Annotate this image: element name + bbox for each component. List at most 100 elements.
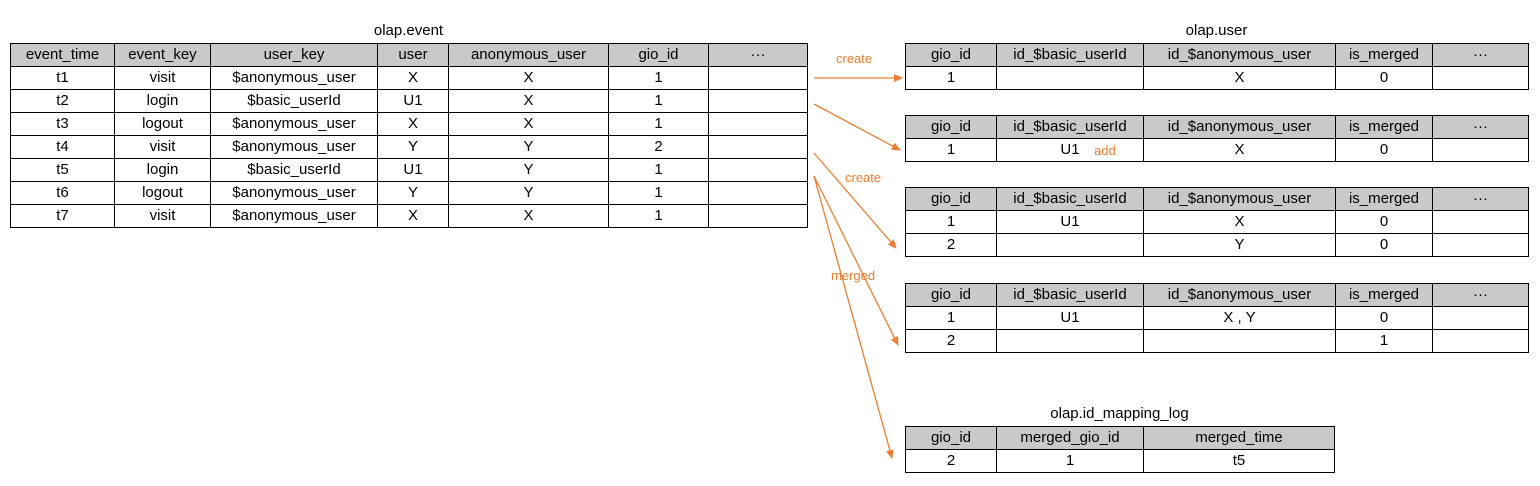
table-cell: login [114,89,211,113]
table-cell [708,89,808,113]
table-cell: 1 [905,306,997,330]
table-cell: X [1143,138,1336,162]
table-cell: 1 [608,204,709,228]
table-cell [996,329,1144,353]
table-cell [1432,210,1529,234]
table-cell: t7 [10,204,115,228]
arrow-mapping-log [813,175,894,459]
table-cell: X [377,112,449,136]
column-header: ··· [1432,115,1529,139]
column-header: id_$basic_userId [996,187,1144,211]
table-cell: visit [114,135,211,159]
table-cell [1432,66,1529,90]
table-cell: X , Y [1143,306,1336,330]
table-cell [708,204,808,228]
table-cell: 0 [1335,210,1433,234]
table-cell: 0 [1335,138,1433,162]
table-cell: U1 [377,158,449,182]
column-header: ··· [1432,187,1529,211]
column-header: gio_id [608,43,709,67]
table-cell: $anonymous_user [210,66,378,90]
table-cell: t1 [10,66,115,90]
table-cell: t5 [1143,449,1335,473]
column-header: ··· [708,43,808,67]
table-cell: Y [377,135,449,159]
table-cell: Y [448,135,609,159]
table-cell: $basic_userId [210,89,378,113]
table-cell: U1 [996,138,1144,162]
column-header: id_$anonymous_user [1143,187,1336,211]
table-cell: X [448,112,609,136]
column-header: gio_id [905,187,997,211]
table-cell: 1 [905,66,997,90]
table-cell: Y [448,181,609,205]
table-cell [1432,138,1529,162]
table-cell: 0 [1335,306,1433,330]
table-cell [1432,233,1529,257]
column-header: id_$anonymous_user [1143,115,1336,139]
event-table-title: olap.event [373,22,444,39]
table-cell: X [448,66,609,90]
column-header: merged_time [1143,426,1335,450]
table-cell: $anonymous_user [210,135,378,159]
table-cell: 2 [905,233,997,257]
table-cell: 0 [1335,66,1433,90]
column-header: event_key [114,43,211,67]
column-header: is_merged [1335,187,1433,211]
table-cell: X [1143,210,1336,234]
table-cell: logout [114,181,211,205]
column-header: user [377,43,449,67]
column-header: id_$anonymous_user [1143,43,1336,67]
table-cell: 2 [905,449,997,473]
column-header: is_merged [1335,115,1433,139]
column-header: is_merged [1335,283,1433,307]
column-header: id_$basic_userId [996,283,1144,307]
table-cell: 2 [905,329,997,353]
column-header: id_$basic_userId [996,115,1144,139]
column-header: gio_id [905,43,997,67]
table-cell: 1 [608,66,709,90]
column-header: is_merged [1335,43,1433,67]
table-cell [996,233,1144,257]
table-cell: 1 [996,449,1144,473]
table-cell: t6 [10,181,115,205]
arrow-label-merged: merged [831,268,876,283]
table-cell: 1 [608,89,709,113]
table-cell: visit [114,204,211,228]
table-cell: X [448,89,609,113]
table-cell: U1 [996,210,1144,234]
column-header: id_$basic_userId [996,43,1144,67]
arrow-create-user2 [813,152,897,249]
arrow-label-create-1: create [836,51,873,66]
table-cell [708,112,808,136]
table-cell [708,181,808,205]
table-cell: login [114,158,211,182]
table-cell: 1 [608,112,709,136]
column-header: gio_id [905,115,997,139]
add-note-label: add [1094,143,1116,158]
table-cell: logout [114,112,211,136]
table-cell: 1 [905,138,997,162]
